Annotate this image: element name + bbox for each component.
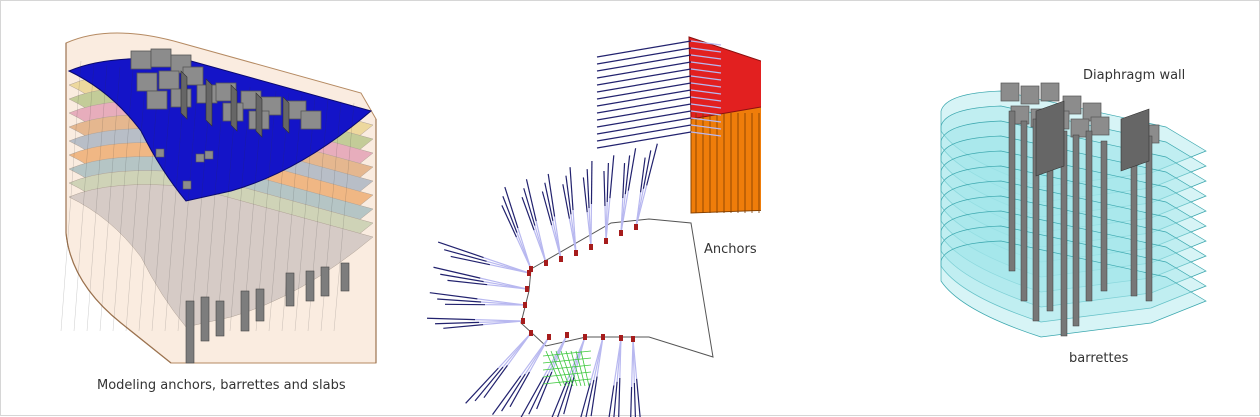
caption-anchors: Anchors — [704, 242, 757, 257]
right-pile — [1021, 121, 1027, 301]
right-wall-plate — [1121, 109, 1149, 171]
right-pile — [1009, 111, 1015, 271]
right-barrette — [1091, 117, 1109, 135]
right-pile — [1073, 135, 1079, 326]
caption-barrettes: barrettes — [1069, 351, 1128, 366]
right-barrette — [1021, 86, 1039, 104]
right-barrette — [1001, 83, 1019, 101]
right-wall-plate — [1036, 101, 1064, 176]
right-pile — [1101, 141, 1107, 291]
right-barrette — [1041, 83, 1059, 101]
caption-left: Modeling anchors, barrettes and slabs — [97, 378, 346, 393]
right-pile — [1086, 131, 1092, 301]
caption-diaphragm-wall: Diaphragm wall — [1083, 68, 1185, 83]
